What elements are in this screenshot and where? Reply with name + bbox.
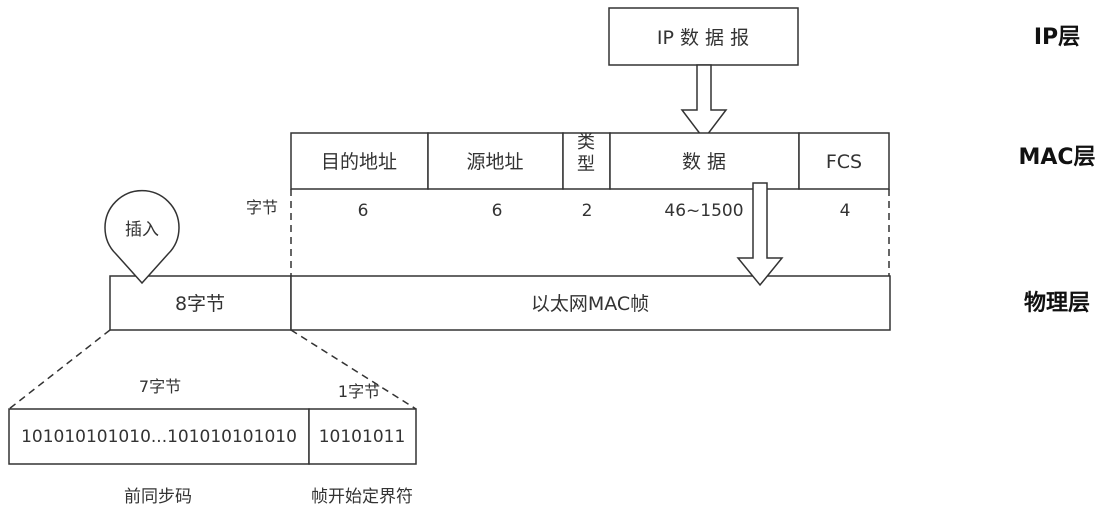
sfd-name: 帧开始定界符 bbox=[311, 487, 413, 507]
sfd-size-label: 1字节 bbox=[338, 382, 380, 401]
size-destination: 6 bbox=[358, 201, 369, 221]
bytes-label: 字节 bbox=[246, 198, 278, 217]
down-arrow-mac-to-physical bbox=[736, 182, 784, 287]
physical-ethernet-frame-box bbox=[290, 275, 891, 331]
sfd-bits-label: 10101011 bbox=[319, 427, 406, 447]
mac-field-fcs bbox=[798, 132, 890, 190]
sfd-bits-box bbox=[308, 408, 417, 465]
physical-ethernet-frame-label: 以太网MAC帧 bbox=[531, 293, 649, 315]
layer-label-ip: IP层 bbox=[1034, 25, 1080, 50]
mac-field-destination-label: 目的地址 bbox=[321, 151, 397, 173]
size-source: 6 bbox=[492, 201, 503, 221]
mac-frame: 目的地址 源地址 类型 数 据 FCS bbox=[290, 132, 890, 190]
ip-datagram-box bbox=[608, 7, 799, 66]
zoom-line-right bbox=[290, 329, 417, 410]
size-fcs: 4 bbox=[840, 201, 851, 221]
layer-label-mac: MAC层 bbox=[1018, 145, 1095, 170]
preamble-bits-label: 101010101010...101010101010 bbox=[21, 427, 297, 447]
mac-field-source-label: 源地址 bbox=[466, 151, 523, 173]
physical-preamble-label: 8字节 bbox=[175, 293, 225, 315]
layer-label-physical: 物理层 bbox=[1024, 290, 1090, 316]
preamble-size-label: 7字节 bbox=[139, 377, 181, 396]
mac-field-fcs-label: FCS bbox=[826, 151, 862, 173]
insert-label: 插入 bbox=[125, 220, 159, 240]
insert-callout bbox=[104, 190, 180, 285]
mac-field-source bbox=[427, 132, 564, 190]
zoom-line-left bbox=[8, 329, 111, 410]
mac-field-data bbox=[609, 132, 800, 190]
mac-field-type-label: 类型 bbox=[577, 132, 595, 175]
mac-field-data-label: 数 据 bbox=[682, 151, 726, 173]
mac-field-destination bbox=[290, 132, 429, 190]
size-data: 46~1500 bbox=[664, 201, 743, 221]
preamble-bits-box bbox=[8, 408, 310, 465]
down-arrow-ip-to-mac bbox=[680, 64, 728, 141]
preamble-name: 前同步码 bbox=[124, 487, 192, 507]
ip-datagram-label: IP 数 据 报 bbox=[657, 27, 749, 49]
physical-preamble-box bbox=[109, 275, 292, 331]
size-type: 2 bbox=[582, 201, 593, 221]
